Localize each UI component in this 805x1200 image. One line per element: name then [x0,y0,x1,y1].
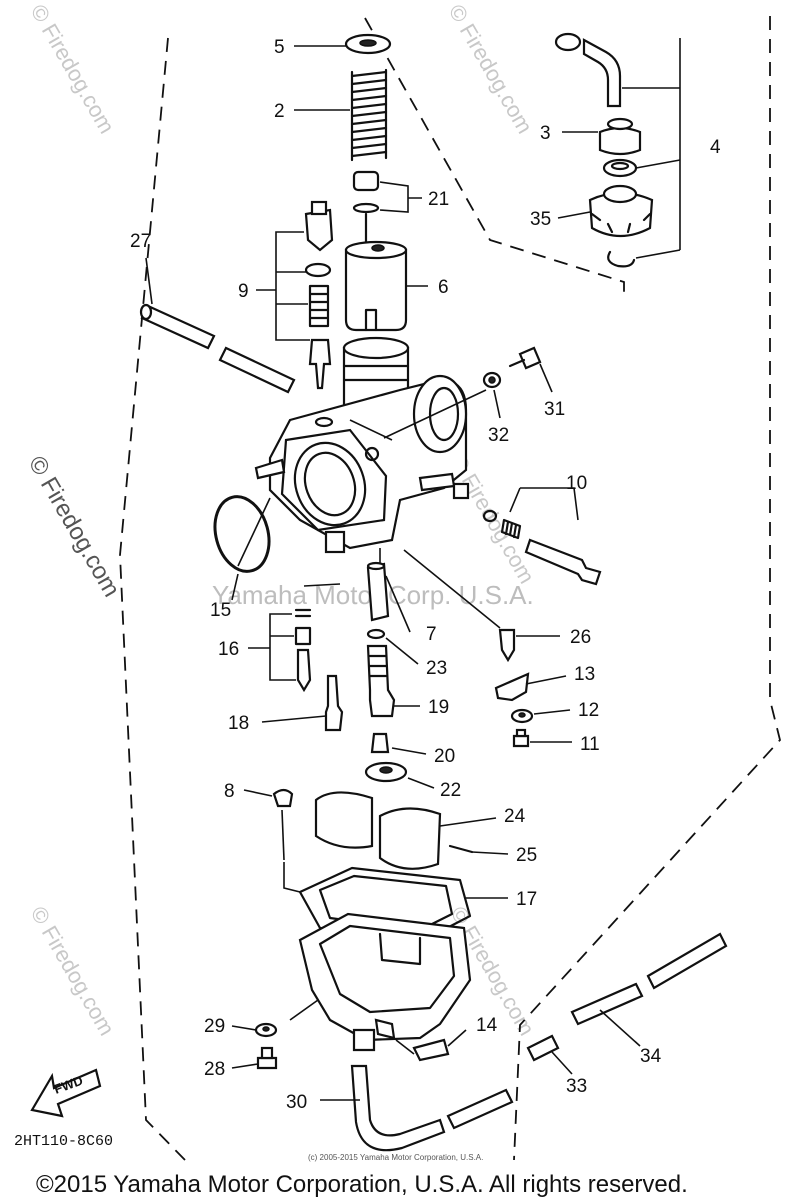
diagram-code: 2HT110-8C60 [14,1133,113,1150]
part-float-bowl [289,912,472,1052]
label-7: 7 [426,624,437,645]
label-4: 4 [710,137,721,158]
part-9-starter-plunger [256,200,334,390]
label-11: 11 [580,734,600,755]
part-21-jet-needle [352,170,422,252]
part-14-screw [395,1029,467,1062]
footer-copyright: ©2015 Yamaha Motor Corporation, U.S.A. A… [36,1171,688,1198]
label-18: 18 [228,713,249,734]
label-14: 14 [476,1015,498,1036]
part-carburetor-body [237,336,487,567]
part-32-washer [482,371,502,419]
part-seal-ring [602,158,681,178]
watermark-site-bottom-left: © Firedog.com [26,902,120,1040]
label-30: 30 [286,1092,307,1113]
label-6: 6 [438,277,449,298]
part-28-plug [231,1046,278,1070]
part-30-drain-hose [320,1064,514,1152]
label-27: 27 [130,231,151,252]
label-24: 24 [504,806,526,827]
part-25-float-pin [448,844,509,855]
label-12: 12 [578,700,599,721]
dashed-outline [119,16,781,1161]
label-22: 22 [440,780,461,801]
watermark-site-top-right: © Firedog.com [444,0,538,138]
watermark-site-left: © Firedog.com [23,452,125,602]
part-22-baffle [364,761,435,789]
part-35-mixing-chamber-top [557,184,654,238]
label-31: 31 [544,399,565,420]
fwd-arrow-icon: FWD [30,1068,102,1118]
part-29-washer [231,1022,278,1038]
part-16-pilot-air-screw [248,583,341,693]
label-10: 10 [566,473,587,494]
small-copyright: (c) 2005-2015 Yamaha Motor Corporation, … [308,1153,483,1162]
label-34: 34 [640,1046,662,1067]
label-26: 26 [570,627,591,648]
part-23-o-ring [366,628,419,665]
part-labels: 5 2 3 4 21 35 27 6 9 31 32 10 15 7 26 16… [130,37,721,1113]
part-27-vent-hose [139,257,296,394]
label-17: 17 [516,889,537,910]
label-28: 28 [204,1059,225,1080]
part-20-main-jet [370,732,427,755]
label-3: 3 [540,123,551,144]
label-29: 29 [204,1016,225,1037]
part-12-washer [510,708,571,724]
part-15-o-ring [213,495,271,601]
part-8-drain-screw [243,788,294,861]
part-6-throttle-valve [344,240,428,332]
label-13: 13 [574,664,595,685]
part-2-spring [294,68,388,162]
label-25: 25 [516,845,537,866]
part-24-float [314,791,497,870]
part-33-hose-fitting [526,1034,573,1075]
label-21: 21 [428,189,449,210]
part-5-spring-seat [294,33,392,55]
part-18-starter-jet [261,674,344,732]
label-15: 15 [210,600,231,621]
label-20: 20 [434,746,455,767]
label-19: 19 [428,697,449,718]
label-33: 33 [566,1076,587,1097]
part-3-cap [562,117,642,156]
label-32: 32 [488,425,509,446]
part-19-needle-jet-holder [366,644,420,718]
part-13-bracket [494,672,567,702]
part-clip [607,249,681,268]
label-35: 35 [530,209,551,230]
label-23: 23 [426,658,447,679]
label-9: 9 [238,281,249,302]
label-5: 5 [274,37,285,58]
part-4-throttle-cable-fitting [554,32,681,250]
label-2: 2 [274,101,285,122]
label-16: 16 [218,639,239,660]
part-34-overflow-hose [570,932,728,1047]
part-11-screw [512,728,572,748]
watermark-site-top-left: © Firedog.com [26,0,120,138]
part-10-throttle-stop-screw [482,487,602,586]
part-7-needle-jet [366,548,411,633]
part-26-pilot-jet [403,549,560,663]
part-31-screw [508,346,553,393]
label-8: 8 [224,781,235,802]
